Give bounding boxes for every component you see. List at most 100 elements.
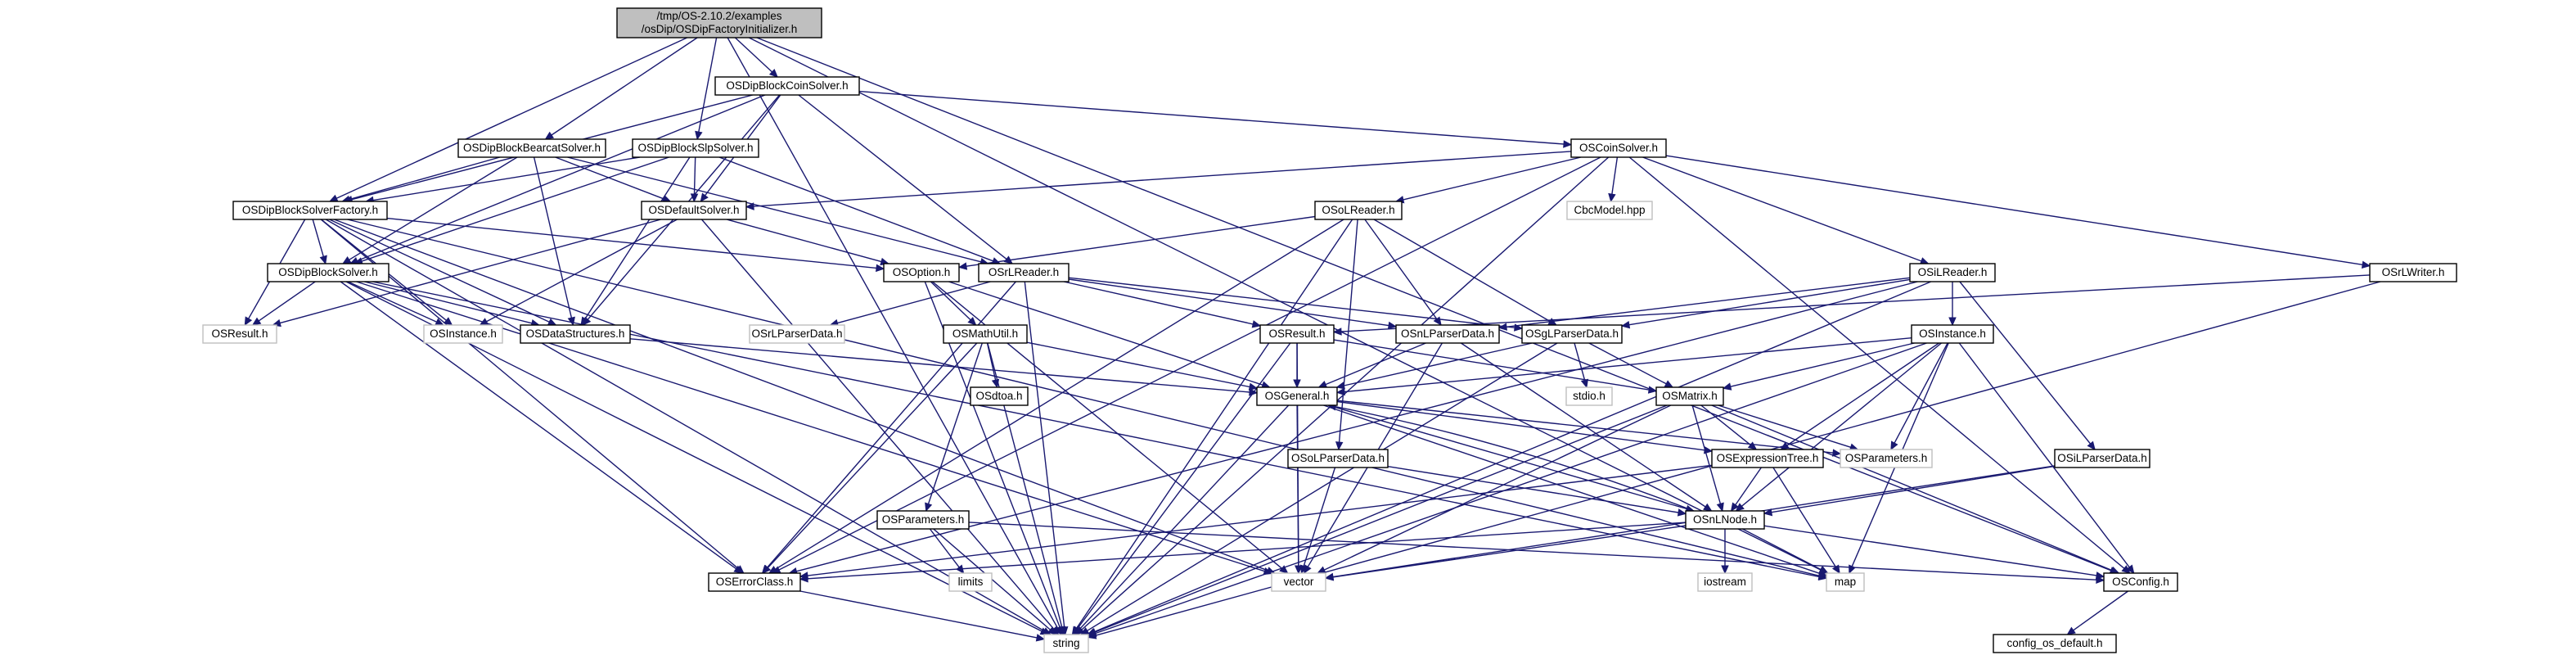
edge-arrowhead [1832, 449, 1842, 457]
node-osexpressiontree-h[interactable]: OSExpressionTree.h [1711, 449, 1824, 468]
nodes-layer: /tmp/OS-2.10.2/examples/osDip/OSDipFacto… [202, 7, 2457, 653]
edge-line [753, 151, 1572, 207]
edge-line [1323, 404, 1672, 571]
node-osdatastructures-h[interactable]: OSDataStructures.h [520, 324, 631, 344]
edge-slpsolver-to-osdatastructures [580, 156, 691, 327]
node-box [2054, 449, 2150, 468]
edge-osrlreader-to-osnlparserdata [1068, 278, 1398, 330]
edge-line [1642, 156, 1922, 262]
edge-arrowhead [1335, 441, 1344, 451]
node-osresult-h[interactable]: OSResult.h [1259, 324, 1335, 344]
edge-arrowhead [328, 194, 339, 202]
edge-osmatrix-to-osexpressiontree [1700, 404, 1758, 450]
node-box [1826, 572, 1865, 592]
edge-root-to-slpsolver [695, 37, 718, 141]
edge-arrowhead [1335, 387, 1345, 396]
edge-line [693, 156, 696, 195]
node-box [1287, 449, 1389, 468]
edge-line [968, 522, 2097, 580]
edge-arrowhead [799, 574, 808, 583]
node-osrlreader-h[interactable]: OSrLReader.h [978, 263, 1070, 282]
node-label: OSDipBlockCoinSolver.h [726, 79, 848, 92]
node-osoption-h[interactable]: OSOption.h [883, 263, 960, 282]
node-label: OSCoinSolver.h [1579, 142, 1658, 154]
edge-root-to-coinsolver_dip [734, 37, 778, 78]
node-osdipblockcoinsolver-h[interactable]: OSDipBlockCoinSolver.h [714, 76, 860, 96]
node-label: OSExpressionTree.h [1717, 452, 1819, 464]
node-box [1256, 386, 1338, 406]
edge-arrowhead [1580, 378, 1589, 389]
node-vector: vector [1271, 572, 1326, 592]
node-config-os-default-h[interactable]: config_os_default.h [1993, 634, 2117, 653]
edge-osinstance-to-osconfig [1958, 342, 2135, 574]
edge-line [767, 342, 978, 568]
node-osrlwriter-h[interactable]: OSrLWriter.h [2369, 263, 2457, 282]
edge-dipblocksolver-to-oserrorclass [340, 281, 743, 574]
edge-slpsolver-to-factory [364, 156, 640, 205]
edge-arrowhead [1819, 566, 1829, 574]
node-label: OSnLNode.h [1693, 513, 1757, 526]
edge-line [1077, 342, 1291, 630]
node-box [520, 324, 631, 344]
node-osdipblocksolver-h[interactable]: OSDipBlockSolver.h [267, 263, 390, 282]
edge-osglparserdata-to-osgeneral [1335, 342, 1533, 390]
edge-line [1332, 525, 1687, 578]
node-osglparserdata-h[interactable]: OSgLParserData.h [1521, 324, 1623, 344]
node-box [970, 386, 1029, 406]
node-oserrorclass-h[interactable]: OSErrorClass.h [708, 572, 801, 592]
node-box [883, 263, 960, 282]
edge-slpsolver-to-defaultsolver [690, 156, 699, 203]
node-osdefaultsolver-h[interactable]: OSDefaultSolver.h [641, 201, 747, 220]
node-oscoinsolver-h[interactable]: OSCoinSolver.h [1570, 138, 1667, 158]
edge-line [1081, 156, 1610, 630]
node-label: OSgLParserData.h [1525, 328, 1619, 340]
edge-line [1763, 525, 2097, 576]
node-label: OSConfig.h [2112, 576, 2169, 588]
edge-line [361, 156, 669, 262]
node-label: OSGeneral.h [1265, 390, 1330, 402]
node-label: OSResult.h [211, 328, 268, 340]
node-osdipblockbearcatsolver-h[interactable]: OSDipBlockBearcatSolver.h [457, 138, 606, 158]
node-tmp-os-2-10-2-examples-osdip-osdipfactoryinitializer-h[interactable]: /tmp/OS-2.10.2/examples/osDip/OSDipFacto… [616, 7, 822, 38]
edge-oslreader-to-osglparserdata [1373, 219, 1558, 326]
edge-line [778, 156, 1601, 571]
node-osilparserdata-h[interactable]: OSiLParserData.h [2054, 449, 2150, 468]
edge-line [1894, 342, 1948, 444]
edge-osrlreader-to-osresult_doc [1063, 281, 1262, 328]
node-osparameters-h[interactable]: OSParameters.h [876, 510, 970, 530]
node-osinstance-h[interactable]: OSInstance.h [1911, 324, 1994, 344]
node-box [267, 263, 390, 282]
edge-line [718, 156, 993, 262]
node-box [1911, 324, 1994, 344]
node-osdtoa-h[interactable]: OSdtoa.h [970, 386, 1029, 406]
edge-line [1771, 465, 2056, 513]
node-osmatrix-h[interactable]: OSMatrix.h [1655, 386, 1724, 406]
edge-line [929, 528, 960, 568]
edge-oslreader-to-osoption [957, 215, 1316, 270]
node-osnlnode-h[interactable]: OSnLNode.h [1685, 510, 1765, 530]
node-label: OSMathUtil.h [952, 328, 1018, 340]
node-map: map [1826, 572, 1865, 592]
edge-line [486, 219, 678, 323]
node-osilreader-h[interactable]: OSiLReader.h [1909, 263, 1996, 282]
node-osolparserdata-h[interactable]: OSoLParserData.h [1287, 449, 1389, 468]
edge-line [1026, 341, 1250, 388]
node-osconfig-h[interactable]: OSConfig.h [2103, 572, 2178, 592]
node-box [1993, 634, 2117, 653]
edge-arrowhead [925, 502, 933, 513]
edge-arrowhead [1317, 381, 1328, 388]
edge-oslreader-to-osolparserdata [1335, 219, 1358, 451]
edge-line [1063, 281, 1254, 325]
node-osnlparserdata-h[interactable]: OSnLParserData.h [1395, 324, 1500, 344]
node-osolreader-h[interactable]: OSoLReader.h [1314, 201, 1403, 220]
node-osdipblocksolverfactory-h[interactable]: OSDipBlockSolverFactory.h [232, 201, 388, 220]
edge-arrowhead [1948, 317, 1957, 327]
edge-line [1718, 404, 1851, 448]
node-osgeneral-h[interactable]: OSGeneral.h [1256, 386, 1338, 406]
edge-osilreader-to-osnlparserdata [1497, 277, 1911, 331]
node-osmathutil-h[interactable]: OSMathUtil.h [943, 324, 1028, 344]
edge-arrowhead [733, 565, 743, 574]
node-label: limits [958, 576, 984, 588]
node-box [1259, 324, 1335, 344]
node-osdipblockslpsolver-h[interactable]: OSDipBlockSlpSolver.h [632, 138, 759, 158]
